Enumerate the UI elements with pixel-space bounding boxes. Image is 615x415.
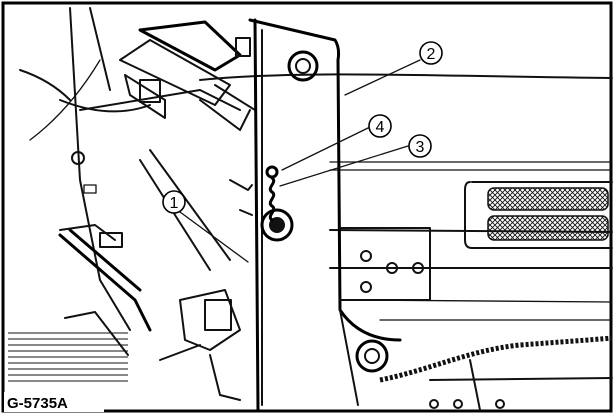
bracket [229, 18, 402, 412]
svg-text:2: 2 [427, 46, 436, 63]
leader-lines [179, 59, 421, 263]
svg-text:4: 4 [376, 119, 385, 136]
floor-mat [8, 330, 128, 385]
pivot-spring [260, 165, 294, 242]
lower-connectors [159, 289, 241, 401]
figure-code: G-5735A [7, 395, 68, 412]
svg-text:1: 1 [170, 195, 179, 212]
left-components [19, 7, 241, 331]
svg-text:3: 3 [416, 139, 425, 156]
callout-2: 2 [419, 41, 443, 65]
switch-housing [119, 20, 256, 131]
figure-code-bg [4, 392, 104, 412]
wiring-harness [379, 335, 613, 411]
callout-1: 1 [162, 190, 186, 214]
callout-4: 4 [368, 114, 392, 138]
pedal-arm [58, 224, 152, 356]
vent-grille [464, 181, 613, 249]
side-plate [339, 227, 431, 301]
callout-3: 3 [408, 134, 432, 158]
